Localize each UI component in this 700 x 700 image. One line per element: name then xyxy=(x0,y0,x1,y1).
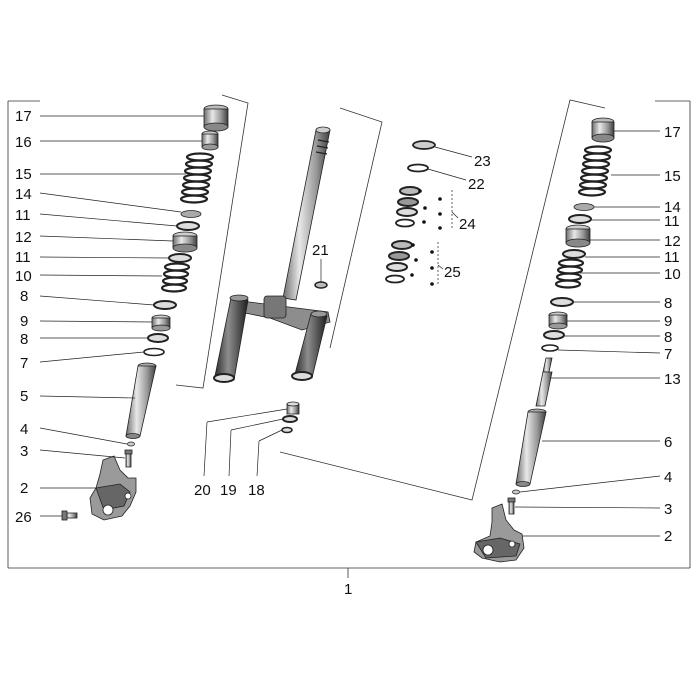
clip-7-right xyxy=(541,344,559,352)
cap-17-left xyxy=(203,104,229,132)
callout-17-left: 17 xyxy=(15,108,32,125)
small-parts-center xyxy=(281,401,300,434)
callout-11-left-a: 11 xyxy=(15,207,31,224)
callout-8-left-b: 8 xyxy=(20,331,28,348)
callout-13-right: 13 xyxy=(664,371,681,388)
callout-26-left: 26 xyxy=(15,509,32,526)
callout-20: 20 xyxy=(194,482,211,499)
ring-11-right-a xyxy=(568,214,592,224)
callout-17-right: 17 xyxy=(664,124,681,141)
callout-4-right: 4 xyxy=(664,469,672,486)
callout-6-right: 6 xyxy=(664,434,672,451)
clip-7-left xyxy=(143,347,165,357)
callout-18: 18 xyxy=(248,482,265,499)
callout-10-left: 10 xyxy=(15,268,32,285)
leader-lines xyxy=(39,115,661,537)
callout-8-left-a: 8 xyxy=(20,288,28,305)
callout-19: 19 xyxy=(220,482,237,499)
screw-26-left xyxy=(61,510,78,521)
callout-24: 24 xyxy=(459,216,476,233)
callout-25: 25 xyxy=(444,264,461,281)
callout-2-left: 2 xyxy=(20,480,28,497)
bearing-stack xyxy=(385,140,453,286)
callout-7-right: 7 xyxy=(664,346,672,363)
ring-11-left-a xyxy=(176,221,200,231)
callout-2-right: 2 xyxy=(664,528,672,545)
callout-7-left: 7 xyxy=(20,355,28,372)
left-leg-frame xyxy=(175,94,249,389)
washer-14-left xyxy=(180,210,202,218)
spacer-12-left xyxy=(172,231,198,253)
tube-5-left xyxy=(125,362,157,439)
bushing-9-right xyxy=(548,311,568,330)
spring-10-left xyxy=(160,262,191,293)
ring-8-left-b xyxy=(147,333,169,343)
callout-10-right: 10 xyxy=(664,266,681,283)
washer-4-right xyxy=(512,489,520,495)
callout-9-right: 9 xyxy=(664,313,672,330)
spring-15-right xyxy=(577,145,613,197)
callout-3-left: 3 xyxy=(20,443,28,460)
washer-14-right xyxy=(573,203,595,211)
lower-frame xyxy=(279,99,606,501)
rod-13-right xyxy=(535,357,553,407)
washer-4-left xyxy=(127,441,135,447)
ring-8-right-b xyxy=(543,330,565,340)
callout-16-left: 16 xyxy=(15,134,32,151)
left-leg-parts xyxy=(61,104,229,521)
callout-11-right-b: 11 xyxy=(664,249,680,266)
bearing-labels: 23 22 24 25 xyxy=(444,153,491,281)
bolt-3-right xyxy=(507,497,516,515)
callout-4-left: 4 xyxy=(20,421,28,438)
callout-11-right-a: 11 xyxy=(664,213,680,230)
right-leg-parts xyxy=(473,117,615,563)
tube-6-right xyxy=(515,408,547,487)
bolt-3-left xyxy=(124,449,133,468)
callout-14-left: 14 xyxy=(15,186,32,203)
callout-assembly-1: 1 xyxy=(344,581,352,598)
bushing-9-left xyxy=(151,314,171,332)
bushing-16-left xyxy=(201,130,219,151)
callout-8-right-b: 8 xyxy=(664,329,672,346)
assembly-frame xyxy=(7,100,691,578)
bracket-2-right xyxy=(473,503,525,563)
callout-5-left: 5 xyxy=(20,388,28,405)
center-labels: 21 20 19 18 xyxy=(194,242,329,499)
right-labels: 17 15 14 11 12 11 10 8 9 8 7 13 6 4 3 2 xyxy=(664,124,681,545)
spring-15-left xyxy=(179,152,215,204)
left-labels: 17 16 15 14 11 12 11 10 8 9 8 7 5 4 3 2 … xyxy=(15,108,32,526)
callout-8-right-a: 8 xyxy=(664,295,672,312)
callout-3-right: 3 xyxy=(664,501,672,518)
callout-15-left: 15 xyxy=(15,166,32,183)
callout-23: 23 xyxy=(474,153,491,170)
callout-21: 21 xyxy=(312,242,329,259)
steering-stem xyxy=(213,126,331,383)
callout-12-right: 12 xyxy=(664,233,681,250)
ring-11-left-b xyxy=(168,253,192,263)
callout-14-right: 14 xyxy=(664,199,681,216)
ring-11-right-b xyxy=(562,249,586,259)
spring-10-right xyxy=(554,258,585,289)
callout-9-left: 9 xyxy=(20,313,28,330)
callout-15-right: 15 xyxy=(664,168,681,185)
spacer-12-right xyxy=(565,224,591,248)
cap-17-right xyxy=(591,117,615,143)
ring-8-right-a xyxy=(550,297,574,307)
bracket-2-left xyxy=(89,455,137,521)
callout-12-left: 12 xyxy=(15,229,32,246)
callout-11-left-b: 11 xyxy=(15,249,31,266)
stem-frame xyxy=(329,107,383,349)
ring-8-left-a xyxy=(153,300,177,310)
callout-22: 22 xyxy=(468,176,485,193)
